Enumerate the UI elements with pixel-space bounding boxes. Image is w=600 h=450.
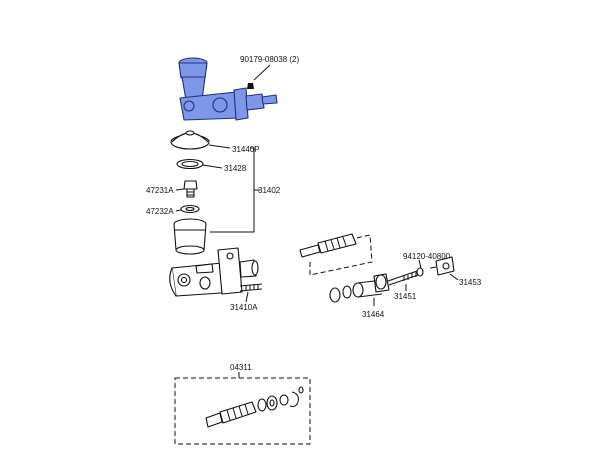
label-washer: 47232A: [146, 207, 174, 216]
kit-box-bottom: [174, 377, 311, 445]
cylinder-body-part[interactable]: [169, 247, 259, 297]
repair-kit-clip-part[interactable]: [289, 386, 304, 407]
label-pushrod: 31451: [394, 292, 417, 301]
label-clevis: 31453: [459, 278, 482, 287]
leader-washer: [175, 209, 182, 212]
pushrod-part[interactable]: [387, 269, 422, 286]
reservoir-cap-part[interactable]: [170, 130, 210, 150]
union-bolt-part[interactable]: [183, 180, 198, 198]
label-bolt-top: 90179-08038 (2): [240, 55, 299, 64]
leader-gasket: [202, 164, 223, 169]
leader-clevis: [449, 273, 459, 281]
bracket-assembly: [210, 147, 255, 233]
leader-bolt-top: [253, 64, 271, 81]
piston-part[interactable]: [352, 273, 390, 298]
gasket-part[interactable]: [176, 158, 204, 170]
repair-kit-boot-part[interactable]: [205, 401, 257, 428]
leader-cap: [208, 144, 231, 149]
label-pushrod-nut: 94120-40800: [403, 252, 451, 261]
boot-part[interactable]: [299, 233, 357, 258]
seal-ring-part[interactable]: [329, 285, 352, 303]
leader-union: [175, 188, 185, 191]
washer-part[interactable]: [180, 204, 200, 214]
nut-part[interactable]: [416, 267, 424, 277]
leader-pushrod-nut: [418, 259, 422, 269]
stud-part[interactable]: [239, 283, 263, 292]
label-cap: 31440P: [232, 145, 260, 154]
clevis-part[interactable]: [429, 256, 455, 276]
master-cylinder-assembly-highlighted[interactable]: [178, 57, 278, 121]
label-piston-kit: 31464: [362, 310, 385, 319]
label-gasket: 31428: [224, 164, 247, 173]
label-assembly: 31402: [258, 186, 281, 195]
label-body-studs: 31410A: [230, 303, 258, 312]
label-repair-kit: 04311: [230, 363, 252, 372]
reservoir-tank-part[interactable]: [173, 218, 207, 255]
leader-body-studs: [245, 291, 249, 303]
label-union: 47231A: [146, 186, 174, 195]
repair-kit-seal-part[interactable]: [257, 394, 289, 412]
